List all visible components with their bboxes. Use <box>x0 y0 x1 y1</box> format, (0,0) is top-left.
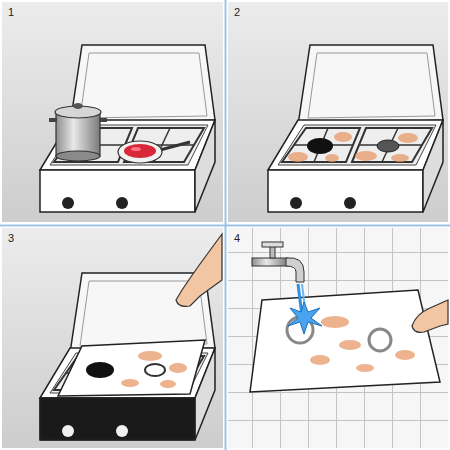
grease-stains <box>310 316 415 372</box>
frying-pan <box>118 141 190 163</box>
stove-front-dark <box>40 398 195 440</box>
protective-liner <box>58 340 205 396</box>
dirty-stove <box>268 45 443 212</box>
panel-background <box>228 2 448 222</box>
step-number: 4 <box>234 232 240 244</box>
pan-body <box>118 141 162 163</box>
faucet-stem <box>270 246 275 258</box>
step-number: 2 <box>234 6 240 18</box>
hand <box>176 234 222 306</box>
pot-handle <box>49 118 57 122</box>
pot-handle <box>99 118 107 122</box>
liner-placement <box>40 234 222 440</box>
panel-background <box>2 2 223 222</box>
knob <box>62 425 74 437</box>
step-number: 1 <box>8 6 14 18</box>
pan-food <box>124 144 156 158</box>
water-splash <box>288 302 322 334</box>
grease-stains <box>121 351 187 388</box>
faucet-pipe <box>252 258 288 266</box>
panel-background <box>2 228 223 448</box>
pan-handle <box>160 142 190 150</box>
step-number: 3 <box>8 232 14 244</box>
faucet-handle <box>262 242 283 247</box>
gas-stove <box>268 45 443 212</box>
grease-stains <box>288 132 418 162</box>
panel-divider <box>0 225 450 227</box>
liner-sheet <box>250 290 440 392</box>
hand <box>412 300 448 332</box>
burned-burner <box>307 138 333 154</box>
burner-ring <box>369 329 391 351</box>
faucet <box>252 242 304 282</box>
water-stream <box>288 284 322 334</box>
gas-stove <box>40 45 215 212</box>
tile-wall <box>228 228 448 448</box>
burner-ring <box>145 364 165 376</box>
food-highlight <box>131 147 141 151</box>
faucet-spout <box>286 258 304 282</box>
cooking-pot <box>49 103 107 161</box>
burner-hole <box>86 362 114 378</box>
burner <box>377 140 399 152</box>
knob <box>116 425 128 437</box>
pot-base <box>56 151 100 161</box>
lid-knob <box>73 103 83 109</box>
